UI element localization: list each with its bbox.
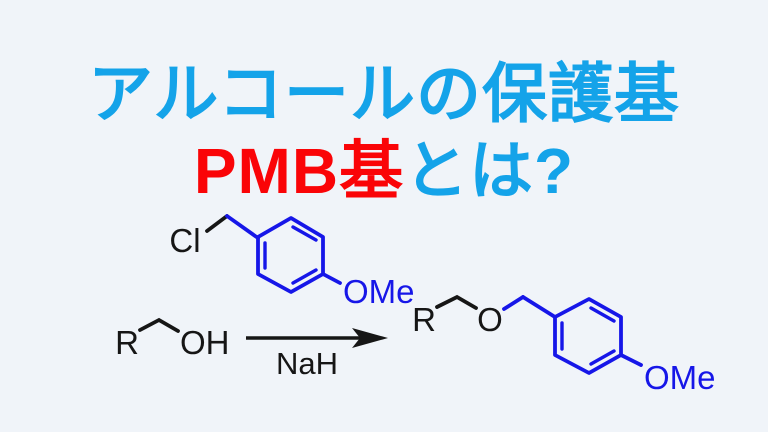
pmb-ether-structure: R O OMe	[412, 294, 716, 396]
product-r-label: R	[412, 301, 436, 338]
benzene-ring-1	[256, 216, 325, 294]
bond-r-o	[435, 294, 478, 310]
title-sub-towa: とは?	[404, 135, 575, 207]
bond-ch2-ring1	[225, 214, 260, 240]
alcohol-oh-label: OH	[180, 324, 230, 361]
arrow-reagent-label: NaH	[276, 346, 338, 381]
pmbcl-methoxy-label: OMe	[343, 273, 415, 310]
pmbcl-chlorine-label: Cl	[169, 222, 200, 259]
bond-o-ch2	[502, 295, 525, 311]
product-oxygen-label: O	[477, 301, 503, 338]
pmbcl-structure: Cl OMe	[169, 214, 415, 310]
alcohol-r-label: R	[115, 324, 139, 361]
alcohol-structure: R OH	[115, 317, 230, 361]
ring1-double-bond-topright	[291, 225, 318, 242]
bond-ring1-ome	[321, 272, 342, 285]
benzene-ring-2	[553, 297, 623, 375]
bond-ring2-ome	[619, 353, 643, 367]
bond-r-oh	[138, 317, 180, 333]
product-methoxy-label: OMe	[644, 359, 716, 396]
reaction-arrow: NaH	[246, 328, 388, 381]
title-sub-pmb: PMB基	[193, 135, 405, 207]
title-main: アルコールの保護基	[87, 57, 681, 130]
bond-ch2-ring2	[521, 295, 557, 319]
ring1-double-bond-bottomright	[291, 268, 318, 285]
ring2-double-bond-topright	[589, 306, 616, 323]
ring2-double-bond-bottomright	[589, 349, 616, 366]
title-sub: PMB基とは?	[0, 136, 768, 206]
bond-cl-ch2	[205, 214, 229, 233]
arrow-head	[352, 328, 388, 348]
